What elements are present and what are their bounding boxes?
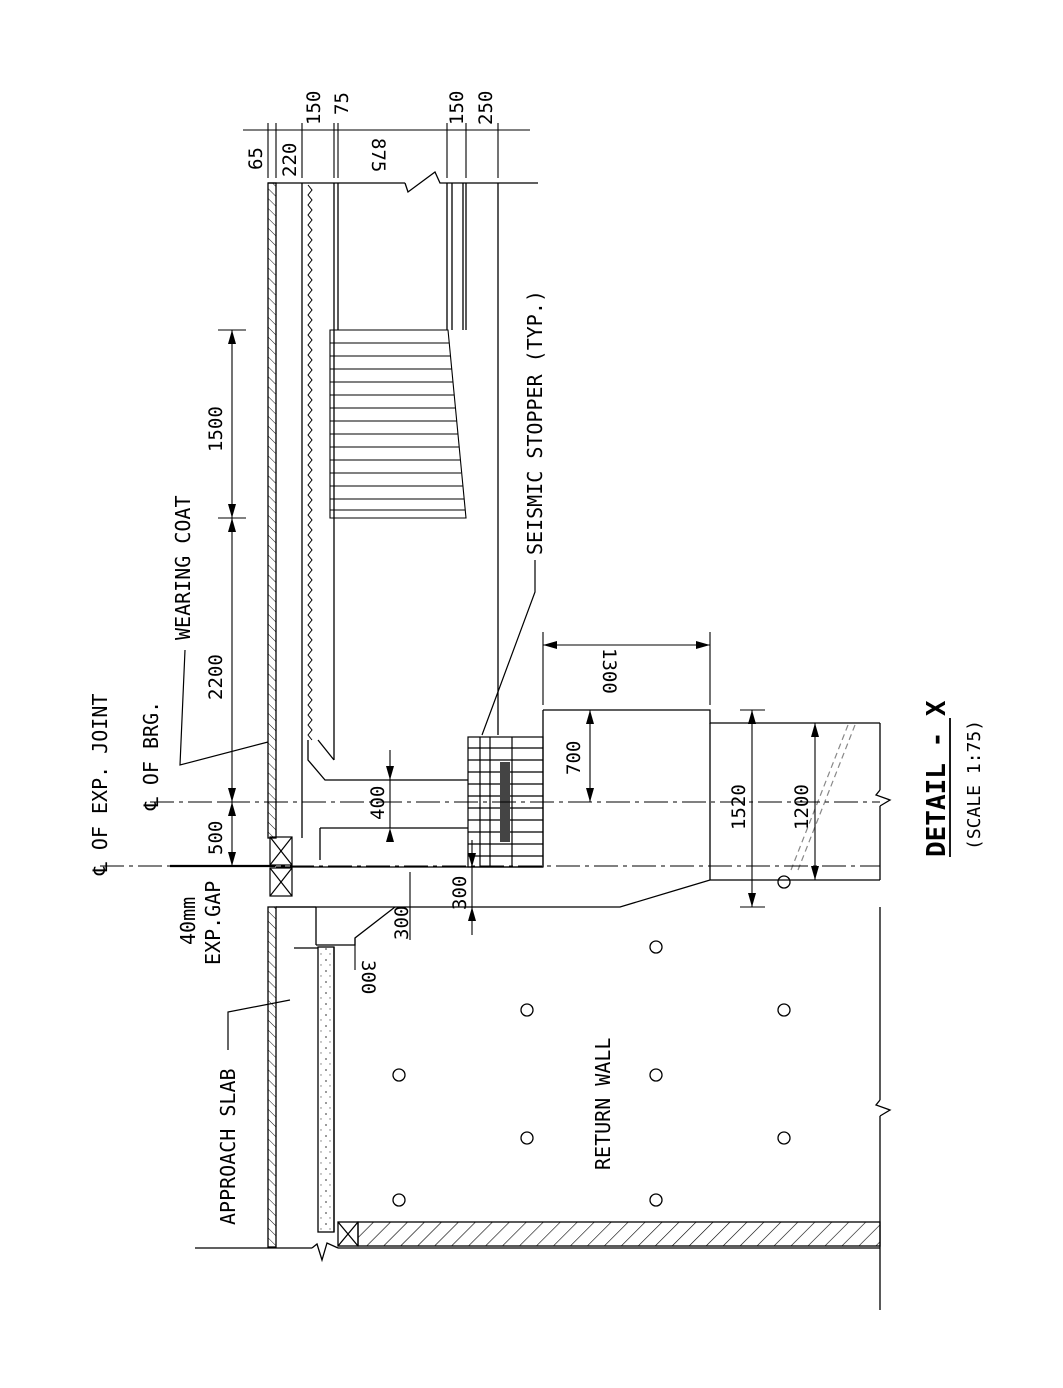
- label-return-wall: RETURN WALL: [591, 1038, 615, 1170]
- dim-300-c: 300: [357, 960, 379, 994]
- dim-arrows: [228, 330, 819, 921]
- dim-300-b: 300: [391, 906, 413, 940]
- deck-zigzag-line: [307, 184, 313, 741]
- text-labels: ℄ OF EXP. JOINT ℄ OF BRG. WEARING COAT S…: [88, 91, 985, 1225]
- leader-lines: [179, 560, 536, 1050]
- label-exp-gap-1: 40mm: [176, 897, 200, 945]
- dim-1200: 1200: [791, 784, 813, 830]
- rebar-circles: [392, 875, 791, 1207]
- dim-400: 400: [367, 786, 389, 820]
- dim-150-b: 150: [446, 91, 468, 125]
- approach-slab-strip: [267, 906, 277, 1248]
- dim-150-a: 150: [303, 91, 325, 125]
- dim-500: 500: [205, 821, 227, 855]
- label-exp-gap-2: EXP.GAP: [201, 881, 225, 965]
- detail-scale: (SCALE 1:75): [964, 720, 985, 850]
- dim-1300: 1300: [598, 648, 620, 694]
- seismic-stopper-leader: [481, 560, 536, 736]
- dim-1500: 1500: [205, 406, 227, 452]
- approach-slab-leader: [227, 999, 291, 1050]
- wearing-coat-leader: [179, 649, 269, 766]
- wearing-coat-strip: [267, 182, 277, 839]
- label-wearing-coat: WEARING COAT: [171, 496, 195, 641]
- label-cl-brg: ℄ OF BRG.: [139, 701, 163, 811]
- label-approach-slab: APPROACH SLAB: [216, 1068, 240, 1225]
- label-seismic-stopper: SEISMIC STOPPER (TYP.): [523, 290, 547, 555]
- pier-cap: [276, 709, 892, 908]
- approach-slab: [276, 906, 396, 1233]
- detail-title: DETAIL - X: [922, 700, 952, 857]
- dim-700: 700: [563, 741, 585, 775]
- return-wall: [195, 907, 892, 1310]
- dim-250: 250: [475, 91, 497, 125]
- dim-875: 875: [367, 138, 389, 172]
- dim-75: 75: [331, 92, 353, 115]
- bearing-pads: [269, 836, 293, 897]
- label-cl-exp-joint: ℄ OF EXP. JOINT: [88, 694, 112, 876]
- deck-break: [268, 170, 538, 735]
- dim-2200: 2200: [205, 654, 227, 700]
- dashed-braces: [790, 724, 856, 871]
- dim-65: 65: [245, 147, 267, 170]
- diaphragm: [329, 329, 467, 519]
- dim-1520: 1520: [728, 784, 750, 830]
- dim-220: 220: [279, 143, 301, 177]
- dim-300-a: 300: [449, 876, 471, 910]
- dimension-lines: [218, 123, 816, 970]
